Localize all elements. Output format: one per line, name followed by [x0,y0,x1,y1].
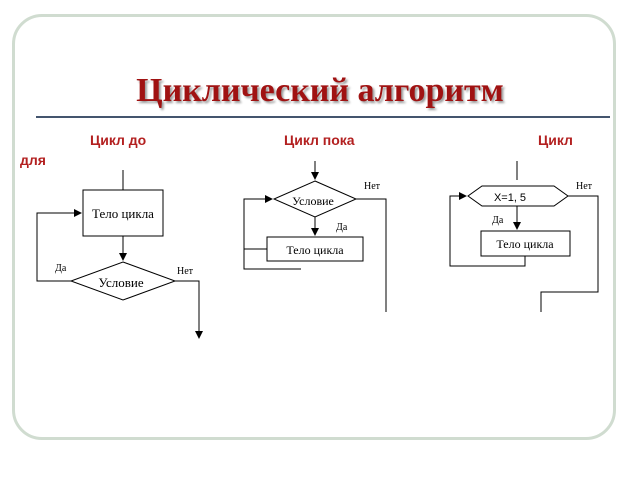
for-loop-header-label: X=1, 5 [494,192,526,204]
do-loop-no-exit-line [175,280,203,339]
for-loop-yes-label: Да [492,215,504,226]
heading-for-loop-continued: для [20,152,46,168]
do-loop-yes-label: Да [55,263,67,274]
for-loop-no-label: Нет [576,181,593,192]
heading-for-loop: Цикл [538,132,573,148]
for-loop-header-hexagon [467,185,569,207]
heading-do-loop: Цикл до [90,132,147,148]
for-loop-no-exit-line [540,195,599,312]
while-loop-body-return-line [243,248,301,270]
while-loop-body-box [266,236,364,262]
while-loop-no-exit-line [356,198,387,312]
while-loop-yes-label: Да [336,222,348,233]
for-loop-back-arrow [449,192,526,267]
while-loop-back-arrow [243,195,273,249]
do-loop-condition-label: Условие [98,275,143,290]
title-divider [36,116,610,118]
while-loop-body-label: Тело цикла [286,243,344,257]
heading-while-loop: Цикл пока [284,132,355,148]
do-loop-no-label: Нет [177,266,194,277]
do-loop-condition-diamond [69,261,177,301]
while-loop-diagram: Условие Да Тело цикла Нет [243,161,387,312]
do-loop-yes-back-line [36,209,82,282]
while-loop-no-label: Нет [364,181,381,192]
for-loop-diagram: X=1, 5 Да Тело цикла Нет [449,161,599,312]
for-loop-body-label: Тело цикла [496,237,554,251]
do-loop-body-box [82,189,164,237]
page-title: Циклический алгоритм [136,72,504,109]
while-loop-condition-label: Условие [292,194,334,208]
do-loop-body-label: Тело цикла [92,206,154,221]
do-loop-diagram: Тело цикла Условие Да Нет [36,170,203,339]
